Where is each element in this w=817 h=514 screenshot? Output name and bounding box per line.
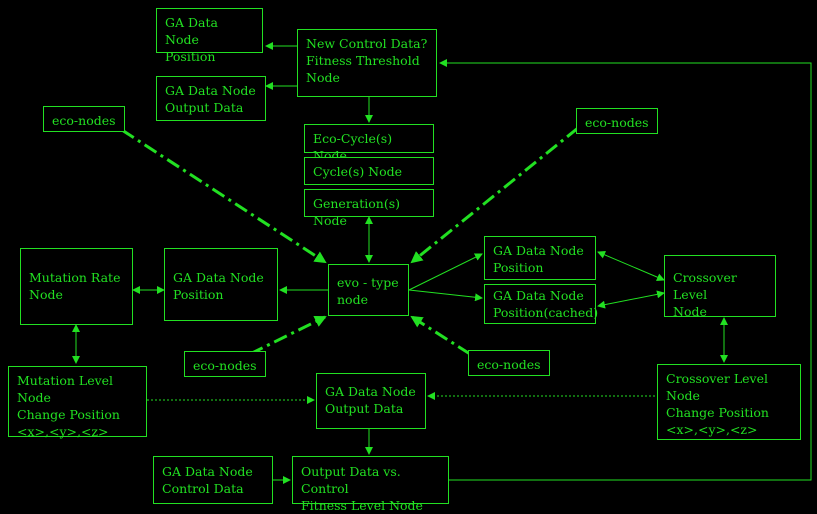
mutation-rate-node: Mutation Rate Node (20, 248, 133, 325)
output-vs-control-node: Output Data vs. Control Fitness Level No… (292, 456, 449, 513)
edge-eco-right-bottom (410, 315, 471, 356)
eco-nodes-left-bottom: eco-nodes (184, 351, 266, 377)
mutation-level-node: Mutation Level Node Change Position <x>,… (8, 366, 147, 439)
ga-data-node-position-right: GA Data Node Position (484, 236, 596, 280)
eco-nodes-left-top: eco-nodes (43, 106, 125, 132)
eco-nodes-right-bottom: eco-nodes (468, 350, 550, 376)
edge-evo-to-ga-cached (408, 289, 483, 302)
ga-data-node-control: GA Data Node Control Data (153, 456, 273, 504)
new-control-data-node: New Control Data? Fitness Threshold Node (297, 29, 437, 97)
ga-data-node-position-left: GA Data Node Position (164, 248, 278, 321)
evo-type-node: evo - type node (328, 264, 409, 316)
crossover-level-change-node: Crossover Level Node Change Position <x>… (657, 364, 801, 440)
ga-data-node-output-top: GA Data Node Output Data (156, 76, 266, 121)
edge-eco-left-bottom (249, 315, 327, 356)
ga-data-node-position-top: GA Data Node Position (156, 8, 263, 64)
eco-nodes-right-top: eco-nodes (576, 108, 658, 134)
edge-crossover-ga-cached (597, 290, 665, 309)
generation-node: Generation(s) Node (304, 189, 434, 228)
edge-evo-to-ga-right (408, 253, 483, 291)
edge-eco-left-top (121, 128, 327, 264)
edge-eco-right-top (410, 126, 579, 264)
eco-cycle-node: Eco-Cycle(s) Node (304, 124, 434, 163)
ga-data-node-position-cached: GA Data Node Position(cached) (484, 284, 598, 324)
edge-feedback-loop (439, 59, 812, 481)
crossover-level-node: Crossover Level Node (664, 255, 776, 319)
ga-data-node-output-mid: GA Data Node Output Data (316, 373, 426, 429)
cycle-node: Cycle(s) Node (304, 157, 434, 185)
edge-crossover-ga-right (597, 251, 665, 281)
